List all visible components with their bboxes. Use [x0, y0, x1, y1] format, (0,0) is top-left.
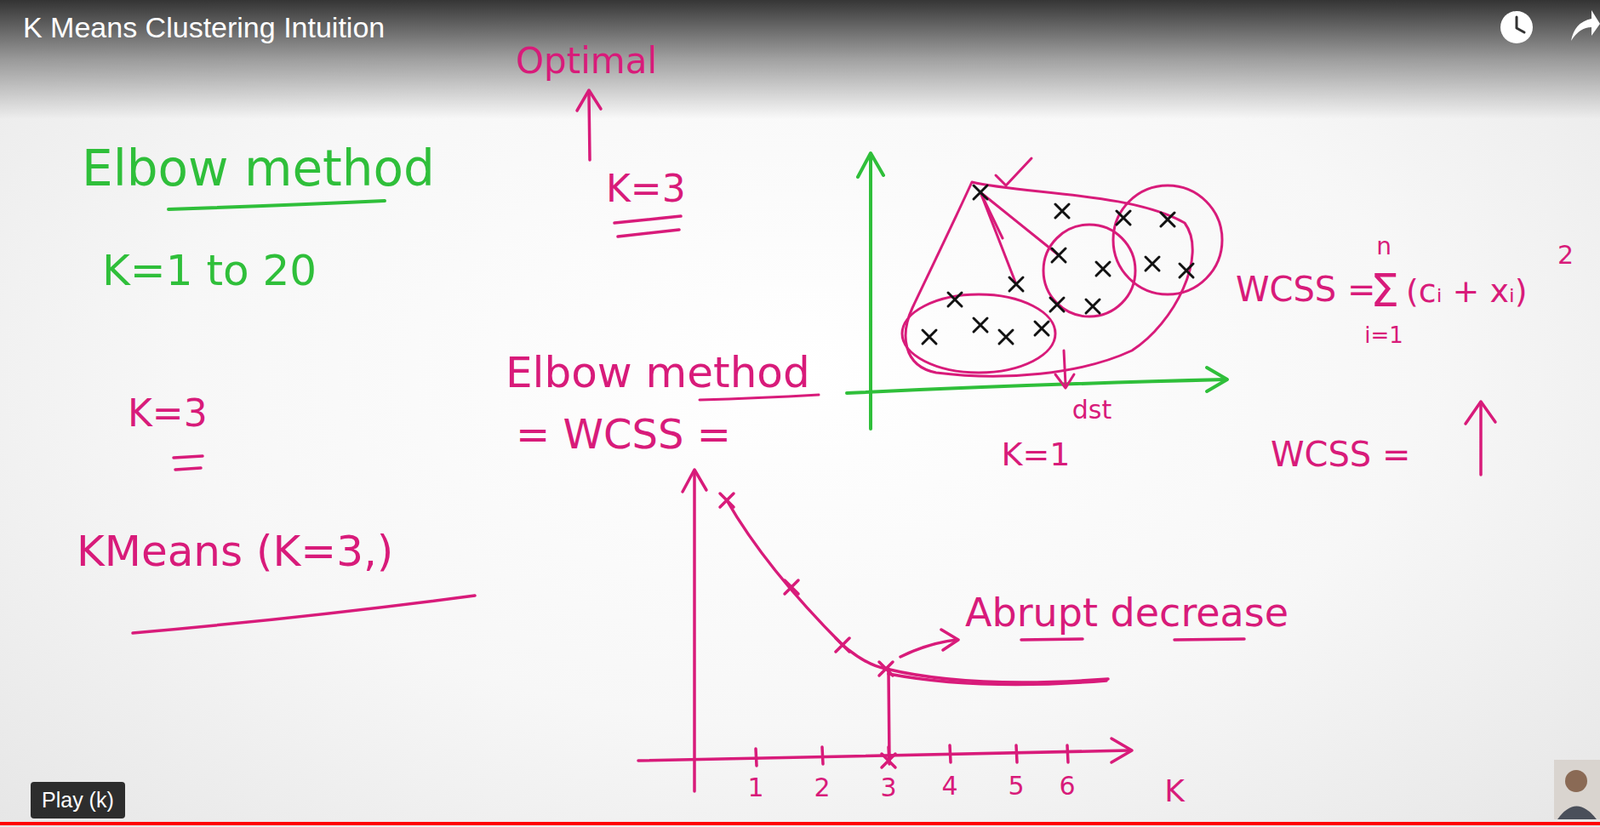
cluster-outline [905, 182, 1193, 377]
tick-label: 3 [880, 775, 897, 801]
underline [614, 216, 681, 223]
data-points [922, 185, 1194, 344]
presenter-head [1565, 770, 1588, 793]
note: K=3 [127, 394, 208, 433]
underline [173, 456, 203, 458]
clock-face [1500, 11, 1533, 44]
tick-label: 1 [747, 775, 764, 801]
scatter-axes [846, 153, 1228, 429]
data-point [1034, 321, 1049, 336]
arrow-head [1111, 738, 1132, 763]
curve-point [879, 662, 893, 676]
wcss-curve [888, 674, 1107, 686]
note: K=1 [1001, 438, 1071, 471]
tick-label: 4 [941, 773, 958, 800]
curve-point [784, 580, 799, 595]
tick-label: 6 [1058, 773, 1075, 800]
distance-line [980, 192, 1003, 239]
tooltip-text: Play (k) [41, 788, 115, 812]
arrow-head [857, 153, 884, 178]
data-point [973, 318, 988, 332]
check-mark [995, 158, 1032, 186]
presenter-thumbnail [1554, 760, 1600, 820]
arrow-head [1206, 367, 1228, 392]
clock-hands [1516, 17, 1525, 33]
callout: Abrupt decrease [965, 593, 1289, 633]
underline [617, 229, 680, 237]
cluster-outline [902, 294, 1056, 373]
data-point [1051, 248, 1066, 263]
up-arrow [1465, 401, 1496, 475]
data-point [1009, 277, 1023, 292]
underline [1021, 639, 1083, 640]
data-point [1096, 262, 1110, 276]
axis-label: K [1164, 776, 1185, 807]
note: K=3 [605, 170, 686, 208]
heading: Elbow method [81, 143, 435, 194]
data-point [1055, 204, 1069, 218]
clock-icon [1500, 11, 1533, 44]
data-point [1179, 263, 1194, 278]
tooltip-box: Play (k) [30, 782, 126, 820]
note: WCSS = [1270, 437, 1412, 472]
curve-point [881, 754, 896, 768]
share-icon [1571, 10, 1600, 41]
distance-line [980, 192, 1059, 256]
y-axis [868, 156, 873, 429]
arrow-head [577, 90, 601, 111]
formula: WCSS = [1235, 272, 1377, 307]
data-point [1116, 211, 1131, 225]
underline [168, 200, 385, 210]
formula-limit: n [1376, 234, 1392, 259]
underline [175, 468, 201, 470]
data-point [922, 330, 937, 344]
note: dst [1072, 397, 1112, 423]
wcss-curve [726, 500, 1109, 683]
arrow-shaft [1479, 405, 1483, 475]
note: Optimal [515, 43, 658, 80]
note: K=1 to 20 [102, 249, 317, 292]
guide-line [888, 668, 890, 761]
data-point [973, 185, 988, 200]
curve-point [835, 638, 850, 652]
data-point [1145, 257, 1160, 271]
data-point [1160, 212, 1175, 227]
data-point [948, 292, 962, 307]
presenter-body [1557, 806, 1597, 821]
arrow-head [941, 629, 959, 651]
cluster-outlines [902, 158, 1223, 389]
tick-label: 2 [813, 775, 830, 801]
video-title: K Means Clustering Intuition [22, 11, 385, 44]
data-point [1050, 297, 1064, 312]
underline [699, 394, 819, 400]
arrow-head [1055, 374, 1075, 389]
underline [1174, 639, 1245, 640]
formula-sum: Σ [1370, 268, 1400, 315]
thumbnail-ground [1554, 760, 1600, 820]
tick-marks [755, 745, 1069, 766]
leader-line [1063, 350, 1066, 385]
curve-point [720, 493, 734, 508]
formula: (cᵢ + xᵢ) [1405, 274, 1528, 308]
note: Elbow method [505, 351, 811, 395]
formula-limit: i=1 [1364, 324, 1404, 347]
x-axis [846, 379, 1226, 394]
formula-power: 2 [1557, 242, 1574, 269]
data-point [1085, 299, 1100, 314]
y-axis [692, 473, 697, 792]
progress-bar [0, 822, 1600, 826]
note: = WCSS = [515, 413, 732, 455]
arrow-shaft [588, 93, 590, 160]
arrow-head [1465, 401, 1496, 424]
data-point [999, 330, 1013, 344]
cluster-outline [1113, 185, 1223, 295]
tick-label: 5 [1007, 773, 1024, 800]
arrow [577, 90, 601, 160]
code-note: KMeans (K=3,) [76, 530, 394, 573]
arrow-head [682, 469, 707, 492]
underline [132, 595, 475, 634]
